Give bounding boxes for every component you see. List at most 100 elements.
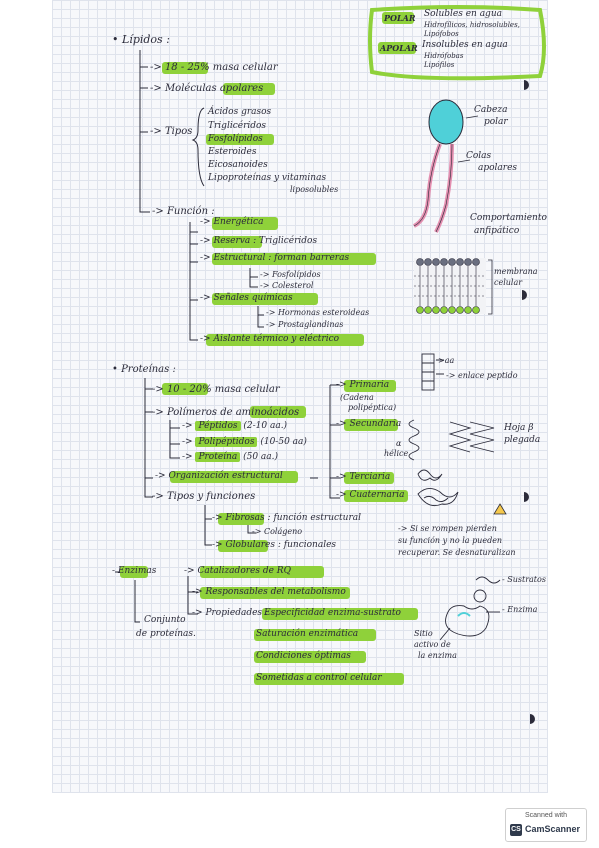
highlight-mark bbox=[250, 406, 306, 418]
catalizadores-item: -> Catalizadores de RQ bbox=[184, 566, 291, 576]
primaria-detail: polipéptica) bbox=[348, 403, 397, 412]
tipo-item: Triglicéridos bbox=[208, 121, 267, 131]
comportamiento-label: anfipático bbox=[474, 226, 520, 236]
scanned-with-text: Scanned with bbox=[524, 812, 568, 819]
highlight-mark bbox=[212, 236, 262, 248]
primaria-detail: (Cadena bbox=[340, 393, 374, 402]
enzima-label: - Enzima bbox=[502, 605, 538, 614]
membrana-label: membrana bbox=[494, 267, 538, 276]
peptidos-item: -> Péptidos (2-10 aa.) bbox=[182, 421, 288, 431]
globulares-item: -> Globulares : funcionales bbox=[212, 540, 337, 550]
funcion-energetica: -> Energética bbox=[200, 217, 264, 227]
proteinas-masa: -> 10 - 20% masa celular bbox=[152, 384, 280, 395]
polar-text: Hidrofílicos, hidrosolubles, bbox=[424, 21, 520, 29]
highlight-mark bbox=[382, 12, 414, 24]
proteinas-title: • Proteínas : bbox=[112, 364, 176, 375]
funcion-reserva: -> Reserva : Triglicéridos bbox=[200, 236, 318, 246]
colas-label: Colas bbox=[466, 151, 492, 161]
colageno-item: -> Colágeno bbox=[252, 527, 303, 536]
camscanner-logo-icon: CS bbox=[510, 824, 522, 836]
highlight-mark bbox=[212, 217, 278, 230]
propiedades-label: -> Propiedades : bbox=[192, 608, 268, 618]
sustratos-label: - Sustratos bbox=[502, 575, 546, 584]
fibrosas-item: -> Fibrosas : función estructural bbox=[212, 513, 362, 523]
lipidos-moleculas: -> Moléculas apolares bbox=[150, 83, 264, 94]
highlight-mark bbox=[254, 673, 404, 685]
secundaria-item: -> Secundaria bbox=[336, 419, 402, 429]
propiedad-item: Especificidad enzima-sustrato bbox=[264, 608, 401, 618]
tipo-item: liposolubles bbox=[290, 185, 339, 194]
senales-sub: -> Prostaglandinas bbox=[266, 320, 344, 329]
lipidos-masa: -> 18 - 25% masa celular bbox=[150, 62, 278, 73]
tipo-item: Esteroides bbox=[208, 147, 257, 157]
tipo-item: Lipoproteínas y vitaminas bbox=[208, 173, 327, 183]
sitio-label: Sitio bbox=[414, 629, 433, 638]
enzimas-title: - Enzimas bbox=[112, 566, 157, 576]
highlight-mark bbox=[262, 608, 418, 620]
warning-text: su función y no la pueden bbox=[398, 536, 503, 545]
highlight-mark bbox=[218, 540, 268, 552]
notebook-page bbox=[52, 0, 548, 793]
proteinas-polimeros: -> Polímeros de aminoácidos bbox=[152, 407, 300, 418]
highlight-mark bbox=[223, 83, 275, 95]
tipo-item: Ácidos grasos bbox=[208, 107, 272, 117]
conjunto-label: de proteínas. bbox=[136, 629, 196, 639]
tipo-item: Fosfolípidos bbox=[208, 134, 263, 144]
propiedad-item: Saturación enzimática bbox=[256, 629, 359, 639]
comportamiento-label: Comportamiento bbox=[470, 213, 547, 223]
colas-label: apolares bbox=[478, 163, 518, 173]
funcion-aislante: -> Aislante térmico y eléctrico bbox=[200, 334, 340, 344]
hoja-label: plegada bbox=[504, 435, 541, 445]
organizacion-item: -> Organización estructural bbox=[155, 471, 283, 481]
highlight-mark bbox=[344, 380, 396, 392]
highlight-mark bbox=[212, 293, 318, 305]
apolar-text: Insolubles en agua bbox=[422, 40, 508, 50]
highlight-mark bbox=[344, 490, 408, 502]
lipidos-tipos-label: -> Tipos bbox=[150, 126, 193, 137]
warning-text: -> Si se rompen pierden bbox=[398, 524, 497, 533]
highlight-mark bbox=[200, 566, 324, 578]
highlight-mark bbox=[120, 566, 148, 578]
aa-label: >aa bbox=[438, 356, 455, 365]
camscanner-brand: CamScanner bbox=[525, 824, 581, 834]
highlight-mark bbox=[344, 472, 394, 484]
polar-text: Lipófobos bbox=[424, 30, 459, 38]
tipo-item: Eicosanoides bbox=[208, 160, 268, 170]
conjunto-label: Conjunto bbox=[144, 615, 186, 625]
estructural-sub: -> Fosfolípidos bbox=[260, 270, 321, 279]
membrana-label: celular bbox=[494, 278, 523, 287]
highlight-mark bbox=[344, 419, 398, 431]
sitio-label: activo de bbox=[414, 640, 451, 649]
proteina-item: -> Proteína (50 aa.) bbox=[182, 452, 279, 462]
primaria-item: -> Primaria bbox=[336, 380, 390, 390]
polipeptidos-item: -> Polipéptidos (10-50 aa) bbox=[182, 437, 307, 447]
cabeza-label: polar bbox=[484, 117, 508, 127]
estructural-sub: -> Colesterol bbox=[260, 281, 314, 290]
terciaria-item: -> Terciaria bbox=[336, 472, 391, 482]
propiedad-item: Sometidas a control celular bbox=[256, 673, 382, 683]
camscanner-badge: Scanned with CS CamScanner bbox=[505, 808, 587, 842]
tipos-funciones: -> Tipos y funciones bbox=[152, 491, 256, 502]
highlight-mark bbox=[206, 134, 274, 145]
highlight-mark bbox=[378, 42, 416, 54]
sitio-label: la enzima bbox=[418, 651, 457, 660]
hoja-label: Hoja β bbox=[504, 423, 534, 433]
lipidos-funcion-label: -> Función : bbox=[152, 206, 215, 217]
apolar-text: Hidrófobas bbox=[424, 52, 464, 60]
highlight-mark bbox=[170, 471, 298, 483]
highlight-mark bbox=[254, 629, 376, 641]
senales-sub: -> Hormonas esteroideas bbox=[266, 308, 370, 317]
highlight-mark bbox=[162, 383, 208, 395]
highlight-mark bbox=[254, 651, 366, 663]
highlight-mark bbox=[212, 253, 376, 265]
lipidos-title: • Lípidos : bbox=[112, 33, 170, 46]
enlace-label: -> enlace peptido bbox=[446, 371, 518, 380]
cuaternaria-item: -> Cuaternaria bbox=[336, 490, 405, 500]
alfa-label: hélice bbox=[384, 449, 409, 458]
responsables-item: -> Responsables del metabolismo bbox=[192, 587, 346, 597]
